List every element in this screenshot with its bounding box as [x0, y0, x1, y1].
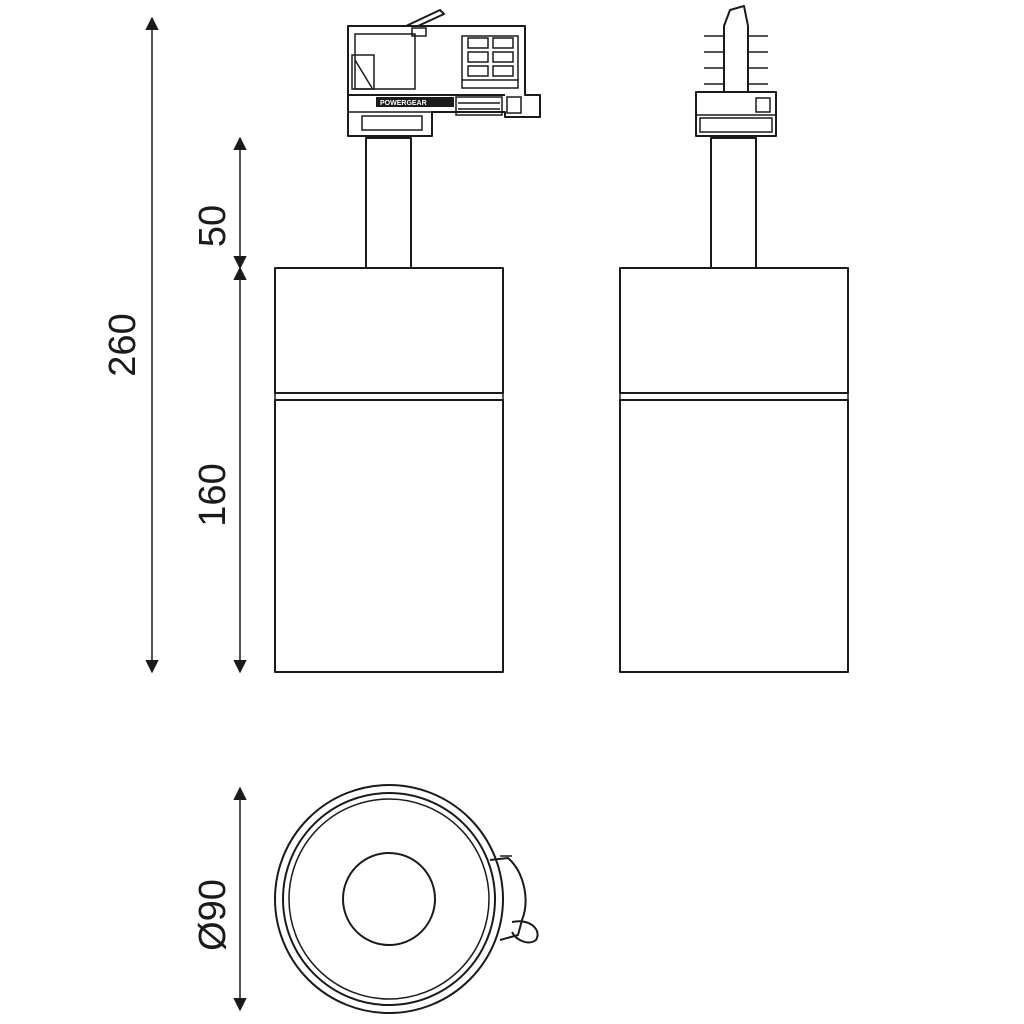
- dimension-neck: 50: [192, 136, 247, 270]
- bottom-lens: [342, 852, 436, 946]
- bottom-adapter-outline: [489, 857, 527, 941]
- front-view: POWERGEAR: [274, 9, 541, 673]
- dimension-label-160: 160: [192, 463, 234, 526]
- bottom-view: [274, 784, 539, 1014]
- dimension-label-50: 50: [192, 205, 234, 247]
- side-lower-body: [619, 399, 849, 673]
- dimension-label-90: Ø90: [192, 879, 234, 951]
- side-neck: [710, 137, 757, 269]
- front-neck: [365, 137, 412, 269]
- side-view: [619, 5, 849, 673]
- dimension-diameter: Ø90: [192, 786, 247, 1012]
- brand-label: POWERGEAR: [380, 100, 427, 107]
- bottom-outer-ring: [274, 784, 504, 1014]
- side-upper-body: [619, 267, 849, 394]
- front-upper-body: [274, 267, 504, 394]
- dimension-label-260: 260: [102, 313, 144, 376]
- front-track-adapter: POWERGEAR: [347, 9, 541, 137]
- brand-label-plate: [376, 97, 454, 107]
- front-lower-body: [274, 399, 504, 673]
- dimension-body: 160: [192, 266, 247, 674]
- bottom-adapter-clip: [511, 920, 539, 944]
- side-track-adapter: [695, 5, 777, 137]
- bottom-inner-ring: [282, 792, 496, 1006]
- dimension-overall-height: 260: [102, 16, 159, 674]
